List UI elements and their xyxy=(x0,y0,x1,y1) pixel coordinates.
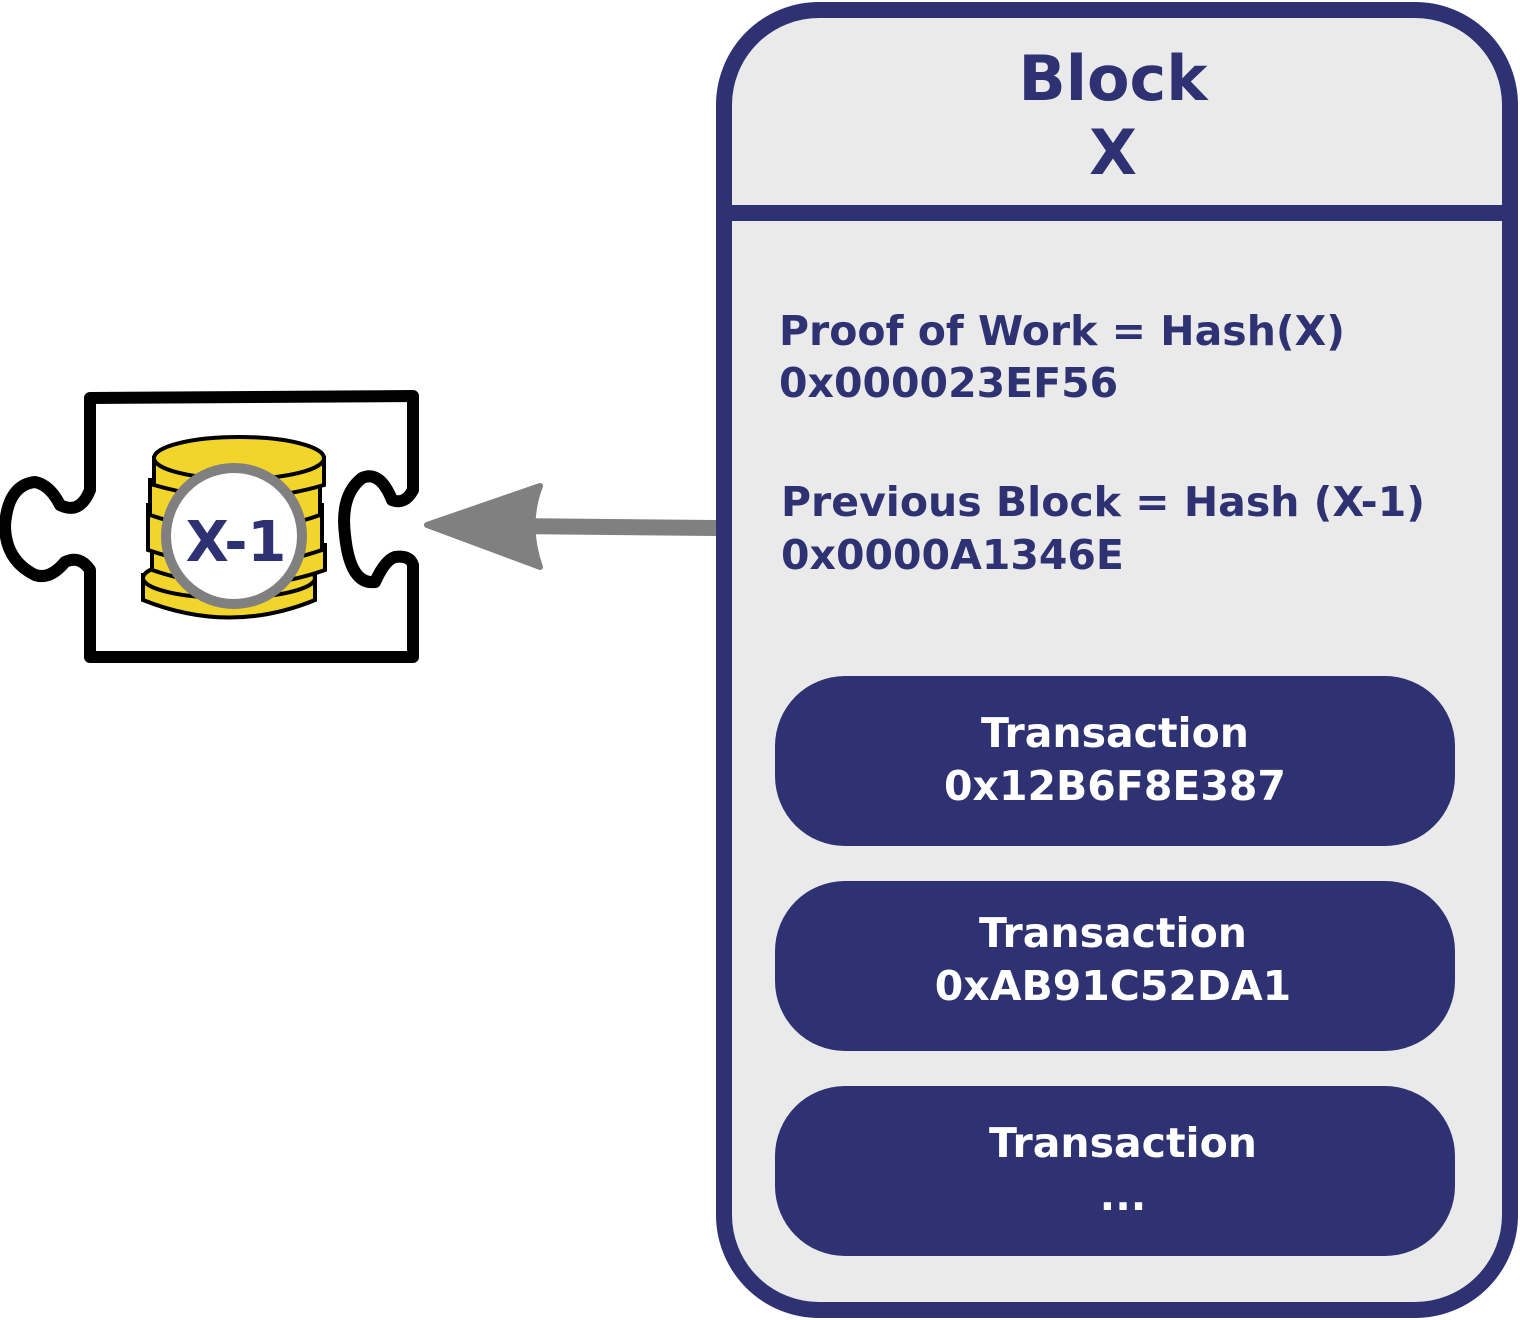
previous-block-hash-value: 0x0000A1346E xyxy=(781,531,1124,579)
proof-of-work-label: Proof of Work = Hash(X) xyxy=(779,307,1345,355)
transaction-label: Transaction xyxy=(989,1119,1257,1167)
transaction-item: Transaction ... xyxy=(775,1086,1455,1256)
transaction-label: Transaction xyxy=(981,709,1249,757)
transaction-item: Transaction 0xAB91C52DA1 xyxy=(775,881,1455,1051)
label-badge xyxy=(161,463,307,609)
block-title: Block xyxy=(1018,42,1209,115)
previous-block-label: X-1 xyxy=(186,510,287,575)
block-card: Block X Proof of Work = Hash(X) 0x000023… xyxy=(716,2,1518,1318)
transaction-label: Transaction xyxy=(979,909,1247,957)
previous-block-puzzle-icon: X-1 xyxy=(0,390,419,663)
transaction-hash: 0x12B6F8E387 xyxy=(944,762,1286,810)
arrow-head-icon xyxy=(424,483,543,570)
transaction-item: Transaction 0x12B6F8E387 xyxy=(775,676,1455,846)
previous-block-hash-label: Previous Block = Hash (X-1) xyxy=(781,478,1425,526)
proof-of-work-value: 0x000023EF56 xyxy=(779,359,1118,407)
link-arrow xyxy=(424,483,717,570)
transaction-hash: ... xyxy=(1100,1172,1147,1220)
transaction-hash: 0xAB91C52DA1 xyxy=(935,962,1291,1010)
block-number: X xyxy=(1089,116,1137,189)
